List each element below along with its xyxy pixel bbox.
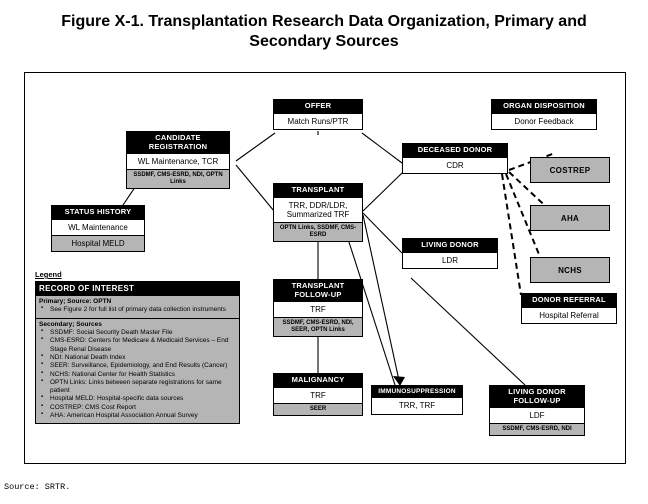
node-status-history-header: STATUS HISTORY: [52, 206, 144, 219]
node-transplant-followup[interactable]: TRANSPLANT FOLLOW-UP TRF SSDMF, CMS-ESRD…: [273, 279, 363, 338]
node-offer[interactable]: OFFER Match Runs/PTR: [273, 99, 363, 130]
node-transplant-body: TRR, DDR/LDR, Summarized TRF: [274, 196, 362, 222]
legend-item: COSTREP: CMS Cost Report: [39, 403, 236, 412]
node-offer-body: Match Runs/PTR: [274, 112, 362, 129]
node-transplant-followup-body: TRF: [274, 301, 362, 318]
node-malignancy-header: MALIGNANCY: [274, 374, 362, 387]
node-immunosuppression[interactable]: IMMUNOSUPPRESSION TRR, TRF: [371, 385, 463, 415]
page-title: Figure X-1. Transplantation Research Dat…: [61, 13, 587, 50]
node-candidate-registration-body: WL Maintenance, TCR: [127, 153, 229, 170]
node-malignancy-source: SEER: [274, 402, 362, 415]
legend-secondary-section: Secondary; Sources SSDMF: Social Securit…: [36, 317, 239, 424]
legend-item: NCHS: National Center for Health Statist…: [39, 369, 236, 379]
node-transplant-followup-header: TRANSPLANT FOLLOW-UP: [274, 280, 362, 302]
legend-box: RECORD OF INTEREST Primary; Source: OPTN…: [35, 281, 240, 425]
arrowhead: [393, 376, 405, 386]
legend-secondary-list: SSDMF: Social Security Death Master File…: [39, 328, 236, 420]
legend-item: See Figure 2 for full list of primary da…: [39, 305, 236, 314]
node-donor-referral[interactable]: DONOR REFERRAL Hospital Referral: [521, 293, 617, 324]
node-immunosuppression-header: IMMUNOSUPPRESSION: [372, 386, 462, 398]
node-living-donor-followup[interactable]: LIVING DONOR FOLLOW-UP LDF SSDMF, CMS-ES…: [489, 385, 585, 437]
node-candidate-registration-header: CANDIDATE REGISTRATION: [127, 132, 229, 154]
node-candidate-registration-source: SSDMF, CMS-ESRD, NDI, OPTN Links: [127, 169, 229, 189]
legend-primary-header: Primary; Source: OPTN: [39, 298, 112, 305]
source-note: Source: SRTR.: [4, 482, 71, 492]
legend-item: OPTN Links: Links between separate regis…: [39, 378, 236, 396]
node-deceased-donor-body: CDR: [403, 156, 507, 173]
node-donor-referral-header: DONOR REFERRAL: [522, 294, 616, 307]
legend-secondary-header: Secondary; Sources: [39, 320, 102, 328]
legend-item: CMS-ESRD: Centers for Medicare & Medicai…: [39, 336, 236, 354]
node-status-history[interactable]: STATUS HISTORY WL Maintenance Hospital M…: [51, 205, 145, 252]
legend-title: Legend: [35, 270, 62, 279]
node-status-history-source: Hospital MELD: [52, 234, 144, 251]
node-organ-disposition[interactable]: ORGAN DISPOSITION Donor Feedback: [491, 99, 597, 130]
node-living-donor-followup-body: LDF: [490, 407, 584, 424]
node-living-donor-followup-header: LIVING DONOR FOLLOW-UP: [490, 386, 584, 408]
legend: Legend RECORD OF INTEREST Primary; Sourc…: [35, 270, 240, 425]
node-living-donor-header: LIVING DONOR: [403, 239, 497, 252]
node-transplant-source: OPTN Links, SSDMF, CMS-ESRD: [274, 222, 362, 241]
node-malignancy-body: TRF: [274, 386, 362, 403]
node-costrep[interactable]: COSTREP: [530, 157, 610, 183]
node-living-donor-followup-source: SSDMF, CMS-ESRD, NDI: [490, 423, 584, 436]
node-organ-disposition-header: ORGAN DISPOSITION: [492, 100, 596, 113]
node-aha[interactable]: AHA: [530, 205, 610, 231]
node-nchs[interactable]: NCHS: [530, 257, 610, 283]
node-status-history-body: WL Maintenance: [52, 218, 144, 235]
legend-item: AHA: American Hospital Association Annua…: [39, 411, 236, 420]
node-living-donor[interactable]: LIVING DONOR LDR: [402, 238, 498, 269]
node-organ-disposition-body: Donor Feedback: [492, 112, 596, 129]
node-candidate-registration[interactable]: CANDIDATE REGISTRATION WL Maintenance, T…: [126, 131, 230, 190]
node-deceased-donor[interactable]: DECEASED DONOR CDR: [402, 143, 508, 174]
legend-item: Hospital MELD: Hospital-specific data so…: [39, 394, 236, 403]
legend-primary-list: See Figure 2 for full list of primary da…: [39, 305, 236, 314]
node-living-donor-body: LDR: [403, 251, 497, 268]
legend-record-header: RECORD OF INTEREST: [36, 282, 239, 295]
node-transplant-followup-source: SSDMF, CMS-ESRD, NDI, SEER, OPTN Links: [274, 317, 362, 337]
diagram-frame: OFFER Match Runs/PTR ORGAN DISPOSITION D…: [24, 72, 626, 464]
node-immunosuppression-body: TRR, TRF: [372, 397, 462, 414]
node-deceased-donor-header: DECEASED DONOR: [403, 144, 507, 157]
legend-item: NDI: National Death Index: [39, 353, 236, 362]
node-malignancy[interactable]: MALIGNANCY TRF SEER: [273, 373, 363, 416]
node-offer-header: OFFER: [274, 100, 362, 113]
legend-item: SSDMF: Social Security Death Master File: [39, 328, 236, 337]
node-donor-referral-body: Hospital Referral: [522, 306, 616, 323]
node-transplant[interactable]: TRANSPLANT TRR, DDR/LDR, Summarized TRF …: [273, 183, 363, 242]
node-transplant-header: TRANSPLANT: [274, 184, 362, 197]
legend-item: SEER: Surveillance, Epidemiology, and En…: [39, 361, 236, 370]
legend-primary-section: Primary; Source: OPTN See Figure 2 for f…: [36, 295, 239, 318]
